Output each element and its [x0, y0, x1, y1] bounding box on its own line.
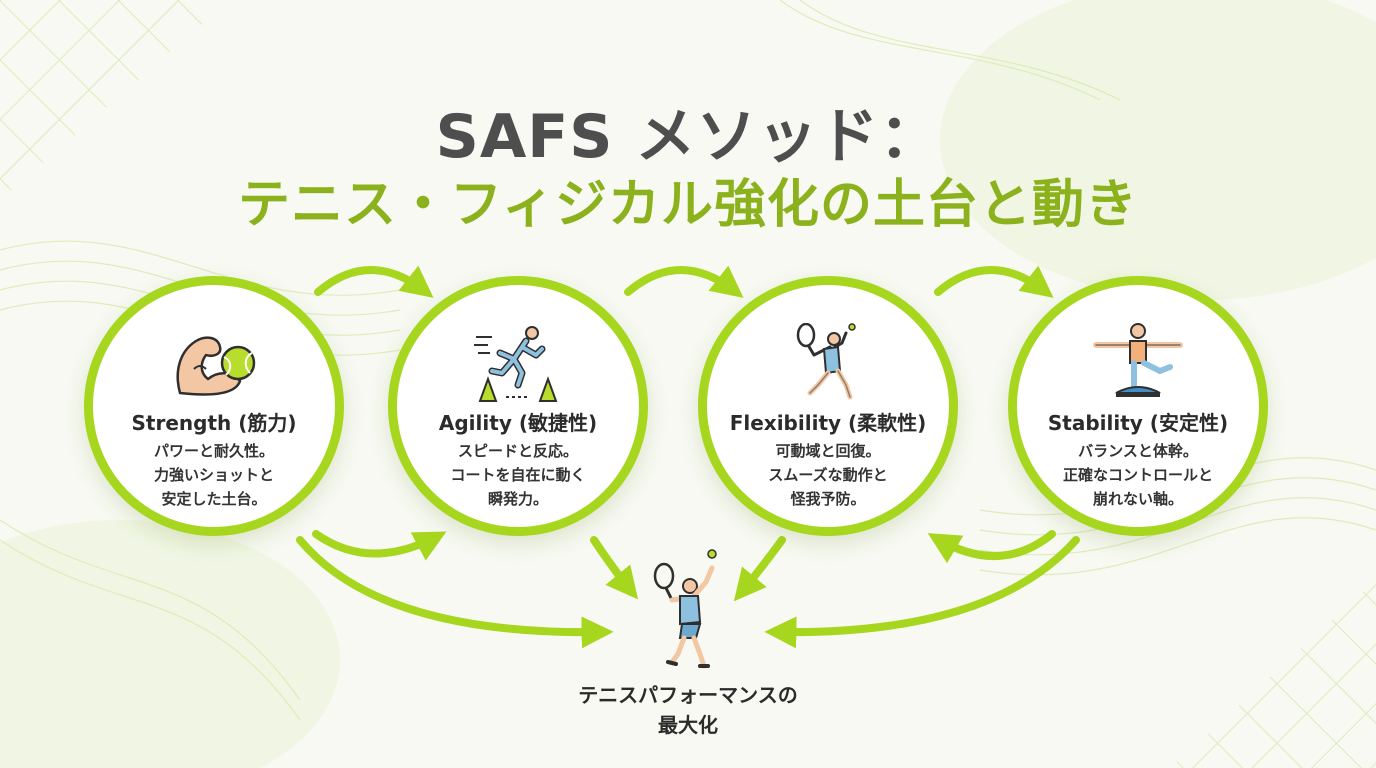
arrow-flexibility-to-outcome [733, 536, 786, 602]
arrow-stability-to-outcome [764, 536, 1080, 649]
title-line-1: SAFS メソッド： [435, 102, 941, 172]
tennis-stretch-player-icon [796, 323, 856, 400]
outcome-line-2: 最大化 [658, 713, 718, 737]
node-stability: Stability (安定性) バランスと体幹。 正確なコントロールと 崩れない… [1008, 276, 1268, 536]
desc-line: コートを自在に動く [450, 466, 586, 484]
title-line-2: テニス・フィジカル強化の土台と動き [238, 175, 1138, 235]
desc-line: 可動域と回復。 [775, 442, 881, 460]
arrow-agility-to-outcome [590, 536, 639, 600]
desc-line: パワーと耐久性。 [153, 442, 274, 460]
sprinter-cones-icon [474, 326, 558, 402]
balance-board-person-icon [1093, 323, 1183, 397]
node-agility-title: Agility (敏捷性) [438, 411, 598, 435]
tennis-serve-player-icon [653, 549, 717, 669]
desc-line: スピードと反応。 [457, 442, 578, 460]
node-strength-desc: パワーと耐久性。 力強いショットと 安定した土台。 [113, 439, 315, 511]
node-agility-desc: スピードと反応。 コートを自在に動く 瞬発力。 [417, 439, 619, 511]
desc-line: 瞬発力。 [487, 490, 548, 508]
arrow-strength-to-outcome [296, 536, 614, 649]
flexed-arm-tennis-ball-icon [176, 336, 256, 396]
node-flexibility-desc: 可動域と回復。 スムーズな動作と 怪我予防。 [727, 439, 929, 511]
node-agility: Agility (敏捷性) スピードと反応。 コートを自在に動く 瞬発力。 [388, 276, 648, 536]
node-flexibility-title: Flexibility (柔軟性) [729, 411, 927, 435]
desc-line: 正確なコントロールと [1062, 466, 1213, 484]
outcome-line-1: テニスパフォーマンスの [578, 683, 798, 707]
node-strength: Strength (筋力) パワーと耐久性。 力強いショットと 安定した土台。 [84, 276, 344, 536]
desc-line: 怪我予防。 [790, 490, 866, 508]
arrow-stability-to-flexibility-bottom [927, 530, 1056, 564]
outcome-label: テニスパフォーマンスの 最大化 [540, 680, 836, 740]
arrow-strength-to-agility-top [314, 265, 434, 298]
desc-line: 崩れない軸。 [1092, 490, 1183, 508]
arrow-flexibility-to-stability-top [934, 265, 1054, 298]
desc-line: 力強いショットと [153, 466, 274, 484]
desc-line: 安定した土台。 [161, 490, 267, 508]
arrow-strength-to-agility-bottom [312, 530, 447, 561]
node-strength-title: Strength (筋力) [131, 411, 297, 435]
arrow-agility-to-flexibility-top [624, 265, 744, 298]
node-stability-title: Stability (安定性) [1047, 411, 1229, 435]
node-stability-desc: バランスと体幹。 正確なコントロールと 崩れない軸。 [1037, 439, 1239, 511]
node-flexibility: Flexibility (柔軟性) 可動域と回復。 スムーズな動作と 怪我予防。 [698, 276, 958, 536]
desc-line: スムーズな動作と [768, 466, 888, 484]
desc-line: バランスと体幹。 [1078, 442, 1198, 460]
